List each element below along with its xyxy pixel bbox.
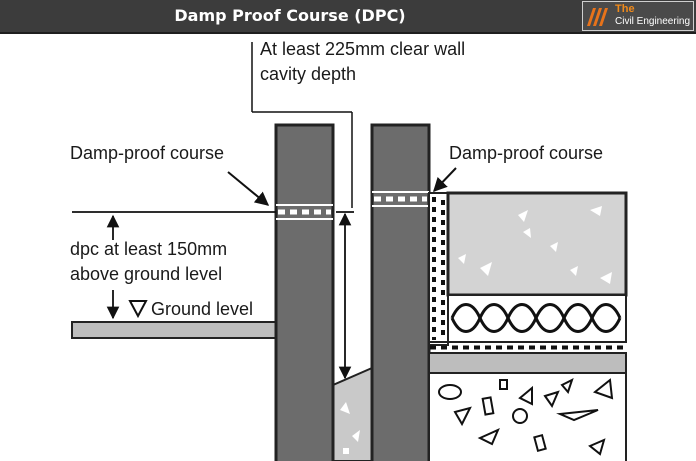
aggregate-fragment <box>480 262 492 276</box>
dpc-pointer-arrow-left <box>227 171 270 206</box>
dpc-height-label-line2: above ground level <box>70 264 222 284</box>
inner-wall-leaf <box>370 123 431 461</box>
ground-level-label: Ground level <box>151 299 253 319</box>
hardcore-stone <box>438 384 462 400</box>
dpc-label-left: Damp-proof course <box>70 143 224 163</box>
cavity-depth-label-line1: At least 225mm clear wall <box>260 39 465 59</box>
aggregate-fragment <box>340 402 350 414</box>
logo-text-the: The <box>615 3 635 15</box>
hardcore-stone <box>481 396 495 416</box>
ground-level-triangle-icon <box>128 300 148 319</box>
hardcore-stone <box>543 390 560 409</box>
page-title: Damp Proof Course (DPC) <box>174 6 406 25</box>
dpc-label-right: Damp-proof course <box>449 143 603 163</box>
hardcore-stone <box>556 409 599 422</box>
stripes-logo-icon <box>587 8 608 26</box>
cavity-fill <box>332 366 373 461</box>
hardcore-stone <box>588 438 606 456</box>
cavity-depth-label-line2: cavity depth <box>260 64 356 84</box>
ground-surface <box>71 321 277 339</box>
aggregate-fragment <box>343 448 349 454</box>
hardcore-stone <box>499 379 508 390</box>
dpc-height-label-line1: dpc at least 150mm <box>70 239 227 259</box>
aggregate-fragment <box>600 272 612 284</box>
aggregate-fragment <box>352 430 360 442</box>
brand-logo: The Civil Engineering <box>582 1 694 31</box>
hardcore-stone <box>453 406 472 427</box>
hardcore-stone <box>512 408 528 424</box>
aggregate-fragment <box>590 206 602 216</box>
vertical-dpm <box>428 192 449 346</box>
aggregate-fragment <box>550 242 558 252</box>
aggregate-fragment <box>523 228 531 238</box>
title-banner: Damp Proof Course (DPC) The Civil Engine… <box>0 0 696 34</box>
hardcore-stone <box>560 378 574 394</box>
insulation-wave <box>450 303 622 333</box>
aggregate-fragment <box>570 266 578 276</box>
outer-wall-leaf <box>274 123 335 461</box>
aggregate-fragment <box>518 210 528 222</box>
aggregate-fragment <box>458 254 466 264</box>
hardcore-stone <box>533 433 547 453</box>
hardcore-stone <box>518 385 533 406</box>
logo-text-name: Civil Engineering <box>615 16 691 27</box>
hardcore-stone <box>477 428 500 446</box>
blinding-layer <box>428 352 627 374</box>
hardcore-stone <box>592 378 614 400</box>
dpc-pointer-arrow-right <box>433 167 457 193</box>
dpc-diagram: At least 225mm clear wall cavity depth D… <box>70 39 628 461</box>
